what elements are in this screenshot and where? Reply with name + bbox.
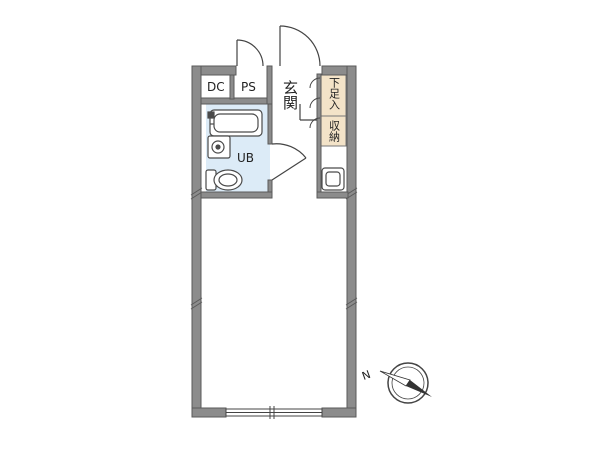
washbasin [207,135,231,159]
shoe-storage-area [319,73,347,117]
ps-label: PS [241,80,256,94]
outer-walls [191,65,357,418]
kitchen-sink [321,167,345,191]
shoe-storage-label: 下足入 [328,77,341,110]
balcony-window [225,406,323,419]
compass: N [360,362,432,404]
inner-walls [200,65,349,199]
toilet [205,169,243,191]
unit-bath-label: UB [237,151,254,165]
shoe-cabinet-doors [309,77,321,129]
compass-north-label: N [360,368,372,383]
wall-break-marks [190,187,358,310]
storage-label: 収納 [328,120,341,143]
doors [236,25,321,181]
dc-label: DC [207,80,225,94]
entrance-label: 玄関 [281,80,299,111]
bathtub [207,109,263,137]
storage-area [319,115,347,147]
